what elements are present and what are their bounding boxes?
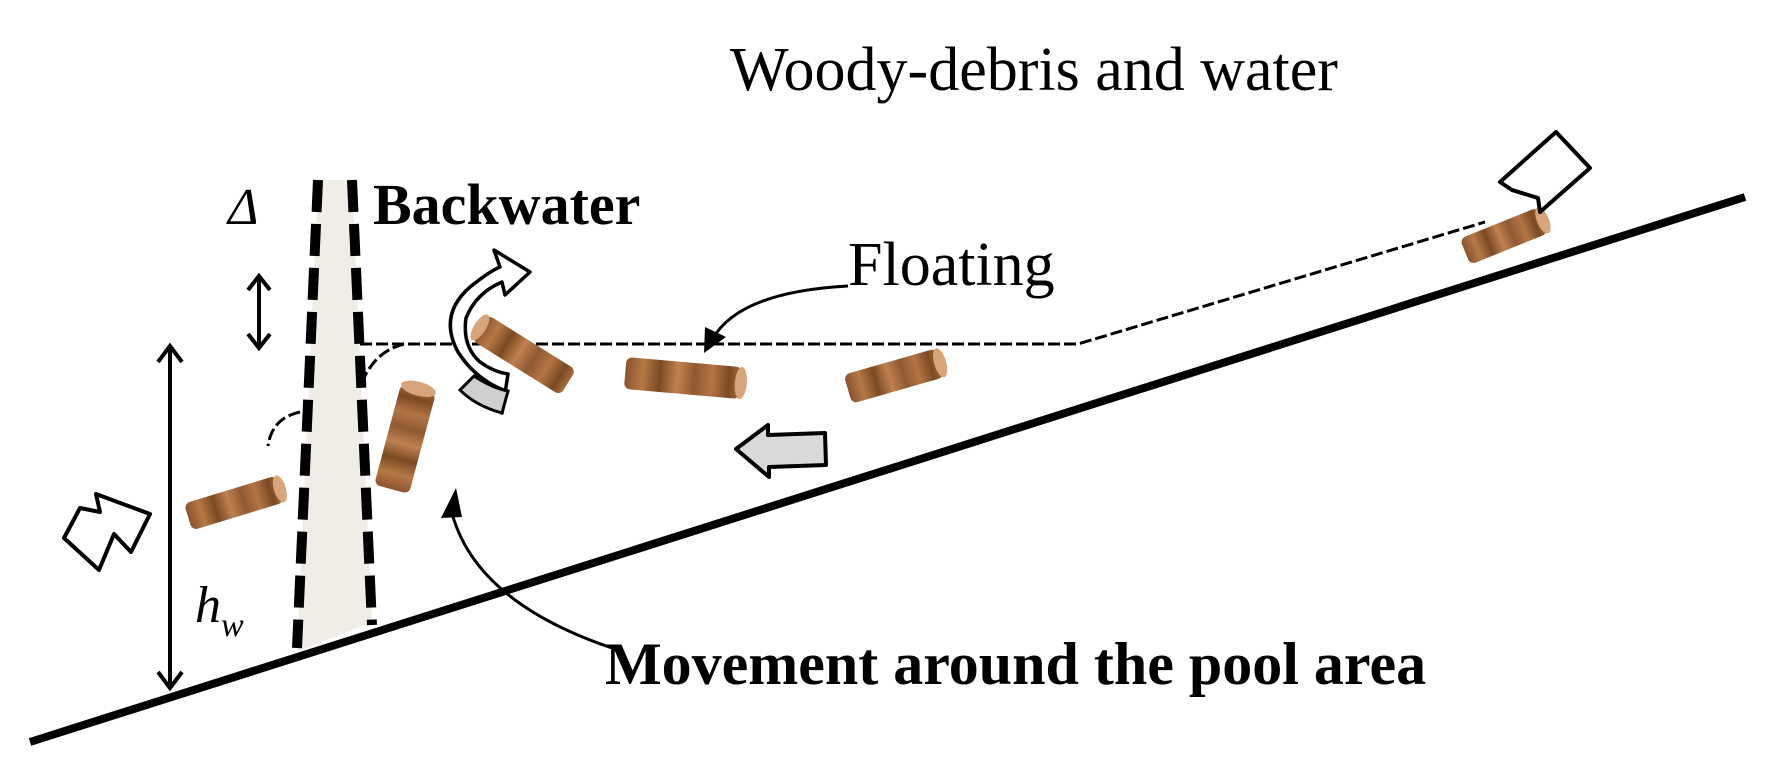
turnover-arrow [448, 248, 532, 415]
log-downstream [185, 475, 287, 529]
log-pool-2 [624, 357, 747, 400]
outflow-arrow [62, 492, 152, 572]
movement-label: Movement around the pool area [605, 631, 1426, 697]
backwater-label: Backwater [373, 172, 640, 237]
log-pool-1 [470, 314, 574, 394]
floating-leader-head [704, 327, 726, 353]
delta-dimension-arrow [246, 272, 272, 352]
downstream-nappe-line [266, 410, 301, 447]
check-dam-upstream-edge [347, 179, 377, 626]
floating-leader-line [710, 284, 849, 341]
inflow-arrow [1498, 130, 1592, 214]
channel-bed-line [28, 193, 1747, 746]
hw-symbol-subscript: w [221, 607, 244, 644]
turnover-arrow-gray-tail [457, 374, 510, 415]
pool-flow-arrow [734, 423, 828, 479]
title-label: Woody-debris and water [730, 36, 1338, 104]
movement-leader-head [441, 488, 462, 518]
hw-symbol-main: h [195, 577, 221, 634]
log-at-dam [375, 380, 436, 493]
overflow-nappe-line [358, 342, 405, 389]
log-inflow [1461, 207, 1551, 263]
water-surface-line [360, 220, 1486, 346]
floating-label: Floating [848, 231, 1055, 299]
hw-dimension-arrow [156, 342, 184, 692]
check-dam-downstream-edge [292, 179, 323, 649]
hw-symbol-label: hw [195, 577, 244, 644]
delta-symbol-label: Δ [226, 179, 259, 236]
movement-leader-line [448, 504, 613, 650]
log-floating [845, 348, 948, 403]
